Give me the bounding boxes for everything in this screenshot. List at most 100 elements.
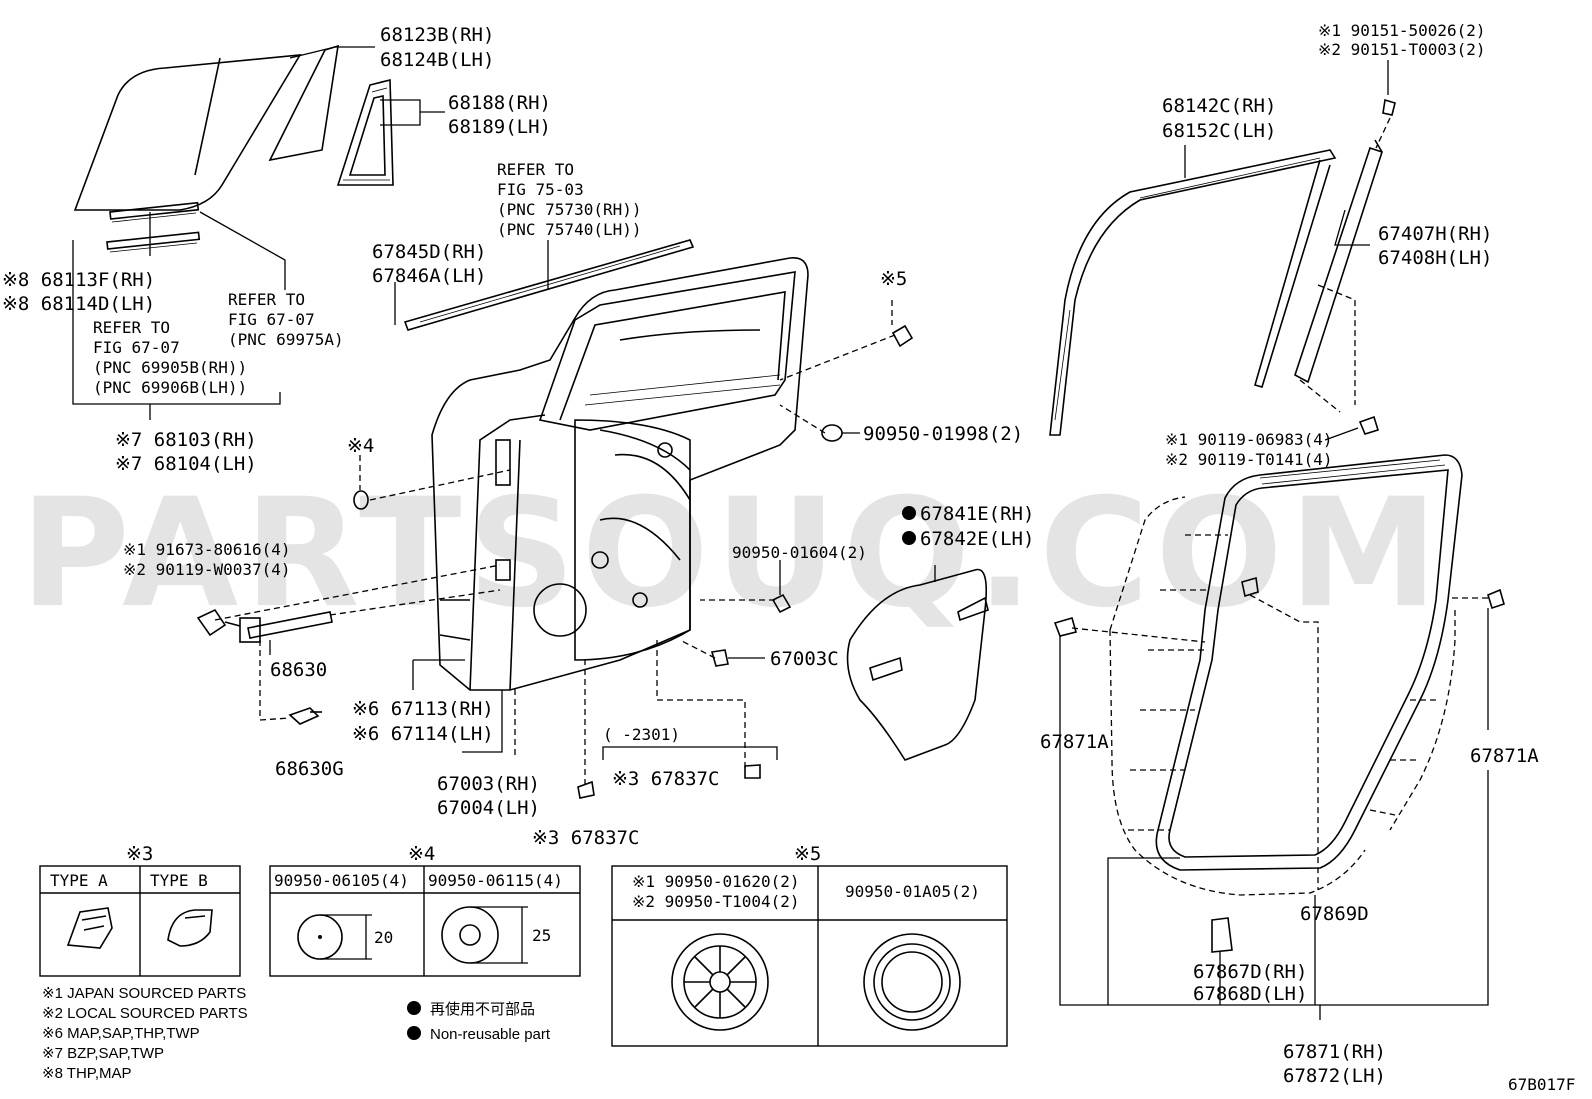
callout-refer-67-07b[interactable]: REFER TO FIG 67-07 (PNC 69905B(RH)) (PNC… bbox=[93, 318, 247, 397]
callout-67407[interactable]: 67407H(RH) 67408H(LH) bbox=[1378, 223, 1492, 269]
legend-line-5: ※8 THP,MAP bbox=[42, 1065, 132, 1082]
callout-67871a-left[interactable]: 67871A bbox=[1040, 731, 1109, 753]
callout-68188[interactable]: 68188(RH) 68189(LH) bbox=[448, 92, 551, 138]
callout-67003[interactable]: 67003(RH) 67004(LH) bbox=[437, 773, 540, 819]
callout-68630g[interactable]: 68630G bbox=[275, 758, 344, 780]
callout-68104-lh: ※7 68104(LH) bbox=[115, 453, 257, 475]
plug-25-dim: 25 bbox=[532, 926, 551, 945]
refer-line-1: REFER TO bbox=[497, 160, 574, 179]
glass-run-strips[interactable] bbox=[106, 201, 201, 253]
callout-68114d-lh: ※8 68114D(LH) bbox=[2, 293, 155, 315]
callout-2301[interactable]: ( -2301) bbox=[603, 725, 680, 744]
callout-90950-01604[interactable]: 90950-01604(2) bbox=[732, 543, 867, 562]
nonreusable-legend-dot bbox=[407, 1026, 421, 1040]
table-x4-mark: ※4 bbox=[408, 843, 435, 865]
callout-67845[interactable]: 67845D(RH) 67846A(LH) bbox=[372, 241, 486, 287]
plug-20-dim: 20 bbox=[374, 928, 393, 947]
table-x5: ※5 ※1 90950-01620(2) ※2 90950-T1004(2) 9… bbox=[611, 843, 1008, 1047]
refer-b-line-4: (PNC 69906B(LH)) bbox=[93, 378, 247, 397]
callout-67841e-rh: 67841E(RH) bbox=[920, 503, 1034, 525]
plug-20-icon: 20 bbox=[297, 914, 393, 960]
callout-90950-01998[interactable]: 90950-01998(2) bbox=[863, 423, 1023, 445]
door-hinge-stop[interactable] bbox=[196, 608, 333, 643]
callout-67841[interactable]: 67841E(RH) 67842E(LH) bbox=[902, 503, 1034, 550]
nonreusable-dot bbox=[902, 506, 916, 520]
refer-line-2: FIG 75-03 bbox=[497, 180, 584, 199]
nonreusable-en: Non-reusable part bbox=[430, 1026, 551, 1043]
callout-67871a-right[interactable]: 67871A bbox=[1470, 745, 1539, 767]
callout-67837c-b[interactable]: ※3 67837C bbox=[532, 827, 639, 849]
table-x5-h1b: ※2 90950-T1004(2) bbox=[632, 892, 800, 911]
callout-67408h-lh: 67408H(LH) bbox=[1378, 247, 1492, 269]
callout-67846a-lh: 67846A(LH) bbox=[372, 265, 486, 287]
table-x3-mark: ※3 bbox=[126, 843, 153, 865]
quarter-glass-frame[interactable] bbox=[336, 78, 394, 186]
callout-67837c-a[interactable]: ※3 67837C bbox=[612, 768, 719, 790]
callout-68113[interactable]: ※8 68113F(RH) ※8 68114D(LH) bbox=[2, 269, 155, 315]
table-x3-type-a: TYPE A bbox=[50, 871, 108, 890]
callout-68152c-lh: 68152C(LH) bbox=[1162, 120, 1276, 142]
callout-68188-rh: 68188(RH) bbox=[448, 92, 551, 114]
callout-68123[interactable]: 68123B(RH) 68124B(LH) bbox=[380, 24, 494, 71]
figure-code: 67B017F bbox=[1508, 1075, 1575, 1094]
callout-67407h-rh: 67407H(RH) bbox=[1378, 223, 1492, 245]
callout-90151-50026: ※1 90151-50026(2) bbox=[1318, 21, 1486, 40]
nonreusable-legend: 再使用不可部品 Non-reusable part bbox=[407, 1001, 551, 1043]
leader-lines bbox=[72, 46, 1489, 1020]
rear-door-shell[interactable] bbox=[431, 257, 809, 691]
nonreusable-dot bbox=[902, 531, 916, 545]
callout-68103[interactable]: ※7 68103(RH) ※7 68104(LH) bbox=[115, 429, 257, 475]
table-x3-type-b: TYPE B bbox=[150, 871, 208, 890]
callout-90119-06983: ※1 90119-06983(4) bbox=[1165, 430, 1333, 449]
callout-refer-75-03[interactable]: REFER TO FIG 75-03 (PNC 75730(RH)) (PNC … bbox=[497, 160, 642, 239]
table-x4-h2: 90950-06115(4) bbox=[428, 871, 563, 890]
callout-x5[interactable]: ※5 bbox=[880, 268, 907, 290]
footnote-legend: ※1 JAPAN SOURCED PARTS ※2 LOCAL SOURCED … bbox=[42, 985, 248, 1082]
door-glass[interactable] bbox=[73, 54, 302, 211]
callout-68124-lh: 68124B(LH) bbox=[380, 49, 494, 71]
belt-moulding[interactable] bbox=[403, 239, 695, 331]
callout-90119-w0037: ※2 90119-W0037(4) bbox=[123, 560, 291, 579]
refer-b-line-3: (PNC 69905B(RH)) bbox=[93, 358, 247, 377]
callout-67867[interactable]: 67867D(RH) 67868D(LH) bbox=[1193, 961, 1307, 1005]
service-hole-cover[interactable] bbox=[846, 568, 989, 761]
table-x5-h1a: ※1 90950-01620(2) bbox=[632, 872, 800, 891]
callout-67871-rh: 67871(RH) bbox=[1283, 1041, 1386, 1063]
callout-67867d-rh: 67867D(RH) bbox=[1193, 961, 1307, 983]
callout-68113f-rh: ※8 68113F(RH) bbox=[2, 269, 155, 291]
callout-68142[interactable]: 68142C(RH) 68152C(LH) bbox=[1162, 95, 1276, 142]
grommet-spoked-icon bbox=[671, 933, 769, 1031]
legend-line-2: ※2 LOCAL SOURCED PARTS bbox=[42, 1005, 248, 1022]
weatherstrip-clips[interactable] bbox=[1053, 415, 1505, 953]
clip-type-b-icon bbox=[167, 909, 213, 947]
callout-68123-rh: 68123B(RH) bbox=[380, 24, 494, 46]
callout-67845d-rh: 67845D(RH) bbox=[372, 241, 486, 263]
callout-67872-lh: 67872(LH) bbox=[1283, 1065, 1386, 1087]
callout-68630[interactable]: 68630 bbox=[270, 659, 327, 681]
callout-refer-67-07a[interactable]: REFER TO FIG 67-07 (PNC 69975A) bbox=[228, 290, 344, 349]
callout-67003-rh: 67003(RH) bbox=[437, 773, 540, 795]
door-weatherstrip[interactable] bbox=[1155, 454, 1463, 871]
quarter-glass[interactable] bbox=[268, 44, 339, 162]
refer-a-line-3: (PNC 69975A) bbox=[228, 330, 344, 349]
table-x4: ※4 90950-06105(4) 90950-06115(4) 20 25 bbox=[269, 843, 581, 977]
callout-91673[interactable]: ※1 91673-80616(4) ※2 90119-W0037(4) bbox=[123, 540, 291, 579]
division-bar-garnish[interactable] bbox=[1294, 98, 1396, 384]
callout-67113[interactable]: ※6 67113(RH) ※6 67114(LH) bbox=[352, 698, 494, 745]
callout-67868d-lh: 67868D(LH) bbox=[1193, 983, 1307, 1005]
callout-90151[interactable]: ※1 90151-50026(2) ※2 90151-T0003(2) bbox=[1318, 21, 1486, 59]
table-x4-h1: 90950-06105(4) bbox=[274, 871, 409, 890]
callout-67871[interactable]: 67871(RH) 67872(LH) bbox=[1283, 1041, 1386, 1087]
refer-b-line-1: REFER TO bbox=[93, 318, 170, 337]
callout-x4[interactable]: ※4 bbox=[347, 435, 374, 457]
plug-25-icon: 25 bbox=[441, 906, 551, 964]
callout-90119-t0141: ※2 90119-T0141(4) bbox=[1165, 450, 1333, 469]
check-bolt-68630g[interactable] bbox=[288, 707, 322, 725]
door-frame-moulding[interactable] bbox=[1049, 149, 1337, 436]
legend-line-3: ※6 MAP,SAP,THP,TWP bbox=[42, 1025, 200, 1042]
table-x5-mark: ※5 bbox=[794, 843, 821, 865]
callout-90119[interactable]: ※1 90119-06983(4) ※2 90119-T0141(4) bbox=[1165, 430, 1333, 469]
callout-67003c[interactable]: 67003C bbox=[770, 648, 839, 670]
callout-67869d[interactable]: 67869D bbox=[1300, 903, 1369, 925]
